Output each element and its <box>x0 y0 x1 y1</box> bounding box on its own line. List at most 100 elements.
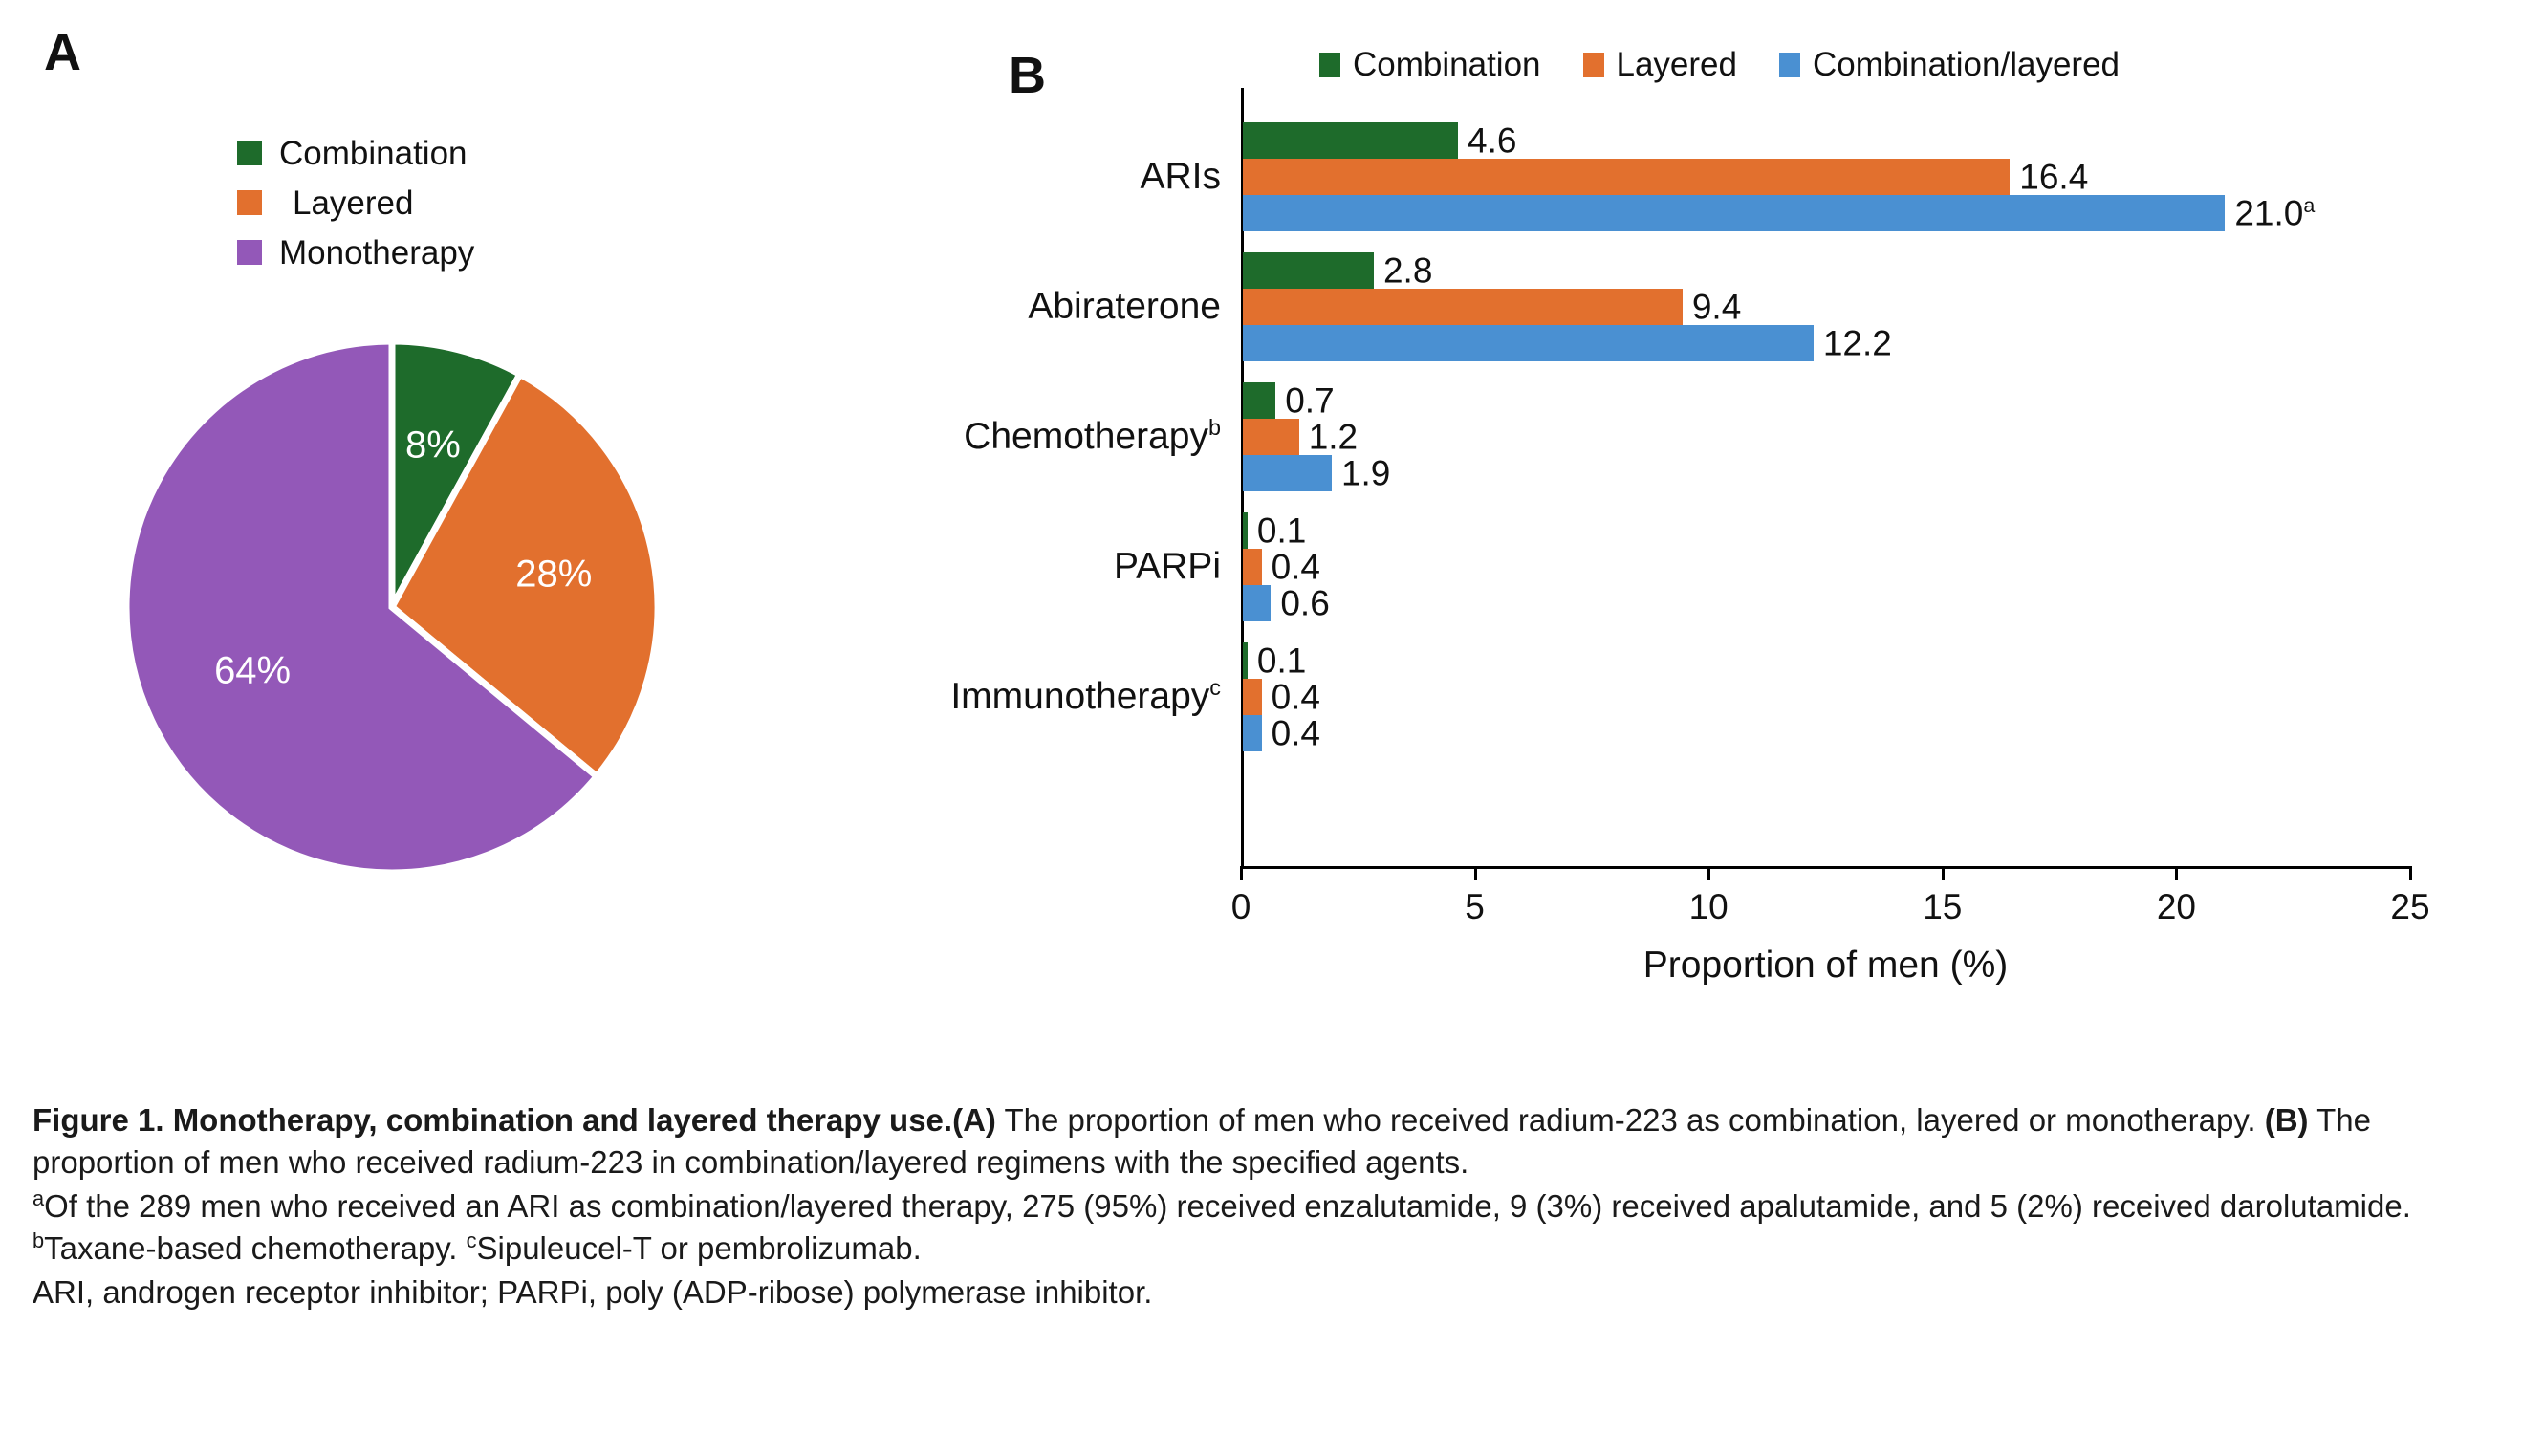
bar-row: 21.0a <box>1243 195 2428 231</box>
bar-row: 0.4 <box>1243 715 2428 751</box>
pie-slice-combination <box>388 337 525 609</box>
bar-legend-label-combination-layered: Combination/layered <box>1812 46 2120 83</box>
bar-value-label: 0.1 <box>1256 641 1307 681</box>
bar-value-label: 1.2 <box>1308 417 1359 457</box>
caption-b-tag: (B) <box>2264 1102 2309 1138</box>
bar-abiraterone-combination <box>1243 252 1374 289</box>
bar-value-label: 12.2 <box>1822 323 1892 363</box>
bar-value-label: 0.1 <box>1256 511 1307 551</box>
pie-legend-swatch-layered <box>237 190 262 215</box>
pie-legend-label-monotherapy: Monotherapy <box>279 233 475 272</box>
bar-value-label: 1.9 <box>1340 453 1391 493</box>
x-tick-label-25: 25 <box>2390 887 2430 926</box>
caption-abbreviations: ARI, androgen receptor inhibitor; PARPi,… <box>33 1273 1153 1310</box>
bar-category-label-immunotherapy: Immunotherapyc <box>950 675 1221 717</box>
bar-value-label: 21.0a <box>2234 193 2316 233</box>
bar-legend-swatch-layered <box>1582 52 1604 77</box>
pie-graphic: 8% 28% 64% <box>120 335 664 880</box>
bar-immunotherapy-layered <box>1243 679 1262 715</box>
x-tick-10 <box>1707 866 1711 880</box>
bar-value-label: 0.6 <box>1280 583 1330 623</box>
bar-legend-swatch-combination <box>1319 52 1340 77</box>
x-tick-0 <box>1240 866 1243 880</box>
bar-parpi-layered <box>1243 549 1262 585</box>
x-tick-label-15: 15 <box>1923 887 1963 926</box>
pie-legend-item-layered: Layered <box>237 184 474 222</box>
x-axis-title: Proportion of men (%) <box>1642 945 2009 986</box>
bar-legend-item-layered: Layered <box>1582 46 1737 83</box>
bar-row: 16.4 <box>1243 159 2428 195</box>
bar-aris-layered <box>1243 159 2011 195</box>
pie-slices <box>122 337 662 877</box>
bar-legend-label-combination: Combination <box>1353 46 1541 83</box>
x-tick-25 <box>2409 866 2412 880</box>
x-tick-20 <box>2175 866 2179 880</box>
bar-value-label: 4.6 <box>1468 120 1517 161</box>
bar-row: 0.1 <box>1243 512 2428 549</box>
bar-value-label: 16.4 <box>2019 157 2089 197</box>
figure-caption: Figure 1. Monotherapy, combination and l… <box>33 1099 2490 1315</box>
pie-legend-label-layered: Layered <box>293 184 414 222</box>
caption-b-text: The proportion of men who received radiu… <box>33 1102 2371 1180</box>
bar-row: 12.2 <box>1243 325 2428 361</box>
x-tick-label-0: 0 <box>1230 887 1251 926</box>
pie-slice-layered <box>387 369 662 782</box>
bar-row: 2.8 <box>1243 252 2428 289</box>
bar-row: 1.2 <box>1243 419 2428 455</box>
x-tick-label-5: 5 <box>1465 887 1485 926</box>
bar-parpi-combination <box>1243 512 1248 549</box>
bar-immunotherapy-combination-layered <box>1243 715 1262 751</box>
bar-parpi-combination-layered <box>1243 585 1272 621</box>
bar-row: 9.4 <box>1243 289 2428 325</box>
footnote-c-text: Sipuleucel-T or pembrolizumab. <box>476 1229 922 1266</box>
pie-label-monotherapy: 64% <box>214 649 291 691</box>
caption-title: Figure 1. Monotherapy, combination and l… <box>33 1102 953 1138</box>
bar-value-label: 0.4 <box>1271 713 1320 753</box>
caption-footnotes: aOf the 289 men who received an ARI as c… <box>33 1185 2490 1270</box>
pie-legend-item-combination: Combination <box>237 134 474 172</box>
bar-row: 1.9 <box>1243 455 2428 491</box>
x-tick-5 <box>1473 866 1477 880</box>
caption-main: Figure 1. Monotherapy, combination and l… <box>33 1099 2490 1184</box>
pie-legend-item-monotherapy: Monotherapy <box>237 233 474 272</box>
caption-a-tag: (A) <box>952 1102 996 1138</box>
y-axis-line <box>1241 88 1244 866</box>
pie-label-combination: 8% <box>405 424 461 467</box>
bar-value-label: 9.4 <box>1691 287 1742 327</box>
x-tick-label-10: 10 <box>1688 887 1729 926</box>
bar-group-aris: ARIs 4.6 16.4 21.0a <box>994 122 2523 231</box>
footnote-a-text: Of the 289 men who received an ARI as co… <box>44 1187 2411 1224</box>
bar-aris-combination-layered <box>1243 195 2226 231</box>
bar-category-label-parpi: PARPi <box>1114 546 1221 587</box>
panel-a-letter: A <box>44 24 81 81</box>
bar-row: 4.6 <box>1243 122 2428 159</box>
footnote-b-text: Taxane-based chemotherapy. <box>44 1229 467 1266</box>
bar-legend-item-combination: Combination <box>1319 48 1541 81</box>
footnote-b-marker: b <box>33 1228 45 1252</box>
bar-value-label: 0.4 <box>1271 677 1320 717</box>
bar-value-label: 0.7 <box>1285 380 1335 421</box>
bar-legend: Combination Layered Combination/layered <box>1319 48 2120 81</box>
bar-legend-label-layered: Layered <box>1616 46 1737 83</box>
pie-legend-swatch-combination <box>237 141 262 165</box>
bar-chemotherapy-layered <box>1243 419 1299 455</box>
bar-abiraterone-layered <box>1243 289 1683 325</box>
footnote-a-marker: a <box>33 1185 45 1210</box>
bar-chemotherapy-combination-layered <box>1243 455 1332 491</box>
bar-row: 0.7 <box>1243 382 2428 419</box>
bar-row: 0.4 <box>1243 679 2428 715</box>
bar-value-label: 2.8 <box>1382 250 1433 291</box>
footnote-c-marker: c <box>466 1228 477 1252</box>
bar-chemotherapy-combination <box>1243 382 1276 419</box>
x-tick-label-20: 20 <box>2156 887 2196 926</box>
panel-a-pie-chart: Combination Layered Monotherapy 8% 28% <box>0 0 994 1090</box>
bar-row: 0.4 <box>1243 549 2428 585</box>
bar-category-label-aris: ARIs <box>1140 156 1221 197</box>
pie-legend-swatch-monotherapy <box>237 240 262 265</box>
bar-value-label: 0.4 <box>1271 547 1320 587</box>
x-axis-line <box>1241 866 2410 869</box>
